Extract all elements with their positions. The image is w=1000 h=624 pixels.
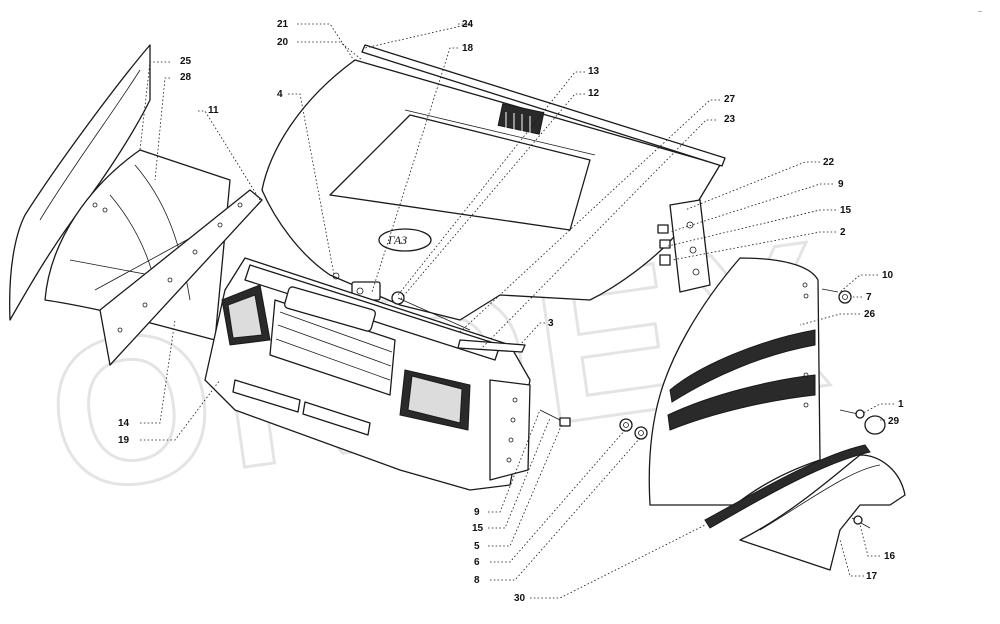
callout-20: 20 [277, 37, 289, 48]
part-25-side-panel [9, 44, 151, 321]
callout-7: 7 [866, 292, 872, 303]
callout-27: 27 [724, 94, 736, 105]
callout-9-top: 9 [838, 179, 844, 190]
callout-8: 8 [474, 575, 480, 586]
callout-3: 3 [548, 318, 554, 329]
callout-5: 5 [474, 541, 480, 552]
callout-12: 12 [588, 88, 600, 99]
callout-14: 14 [118, 418, 130, 429]
callout-labels: 21 24 20 18 25 28 4 13 12 27 11 23 22 9 … [118, 19, 904, 604]
callout-15-top: 15 [840, 205, 852, 216]
part-30-arch-seal [704, 444, 871, 529]
callout-17: 17 [866, 571, 878, 582]
part-22-hood-bracket [657, 199, 711, 293]
callout-15-bottom: 15 [472, 523, 484, 534]
part-29-cap [864, 415, 886, 435]
callout-4: 4 [277, 89, 283, 100]
part-21-hood-seal [361, 44, 726, 167]
hood-emblem: ГАЗ [378, 228, 432, 252]
part-20-hood: ГАЗ [261, 59, 721, 321]
callout-19: 19 [118, 435, 130, 446]
corner-mark: ~ [978, 9, 982, 16]
hood-vent-grille [497, 103, 545, 135]
callout-29: 29 [888, 416, 900, 427]
callout-10: 10 [882, 270, 894, 281]
part-16-bolt [851, 515, 871, 529]
part-3-fastener-strip [457, 339, 526, 353]
part-10-bolt [821, 288, 852, 304]
part-14-seal-panel [99, 189, 263, 366]
callout-24: 24 [462, 19, 474, 30]
callout-6: 6 [474, 557, 480, 568]
callout-1: 1 [898, 399, 904, 410]
callout-21: 21 [277, 19, 289, 30]
callout-26: 26 [864, 309, 876, 320]
svg-text:ГАЗ: ГАЗ [387, 233, 407, 247]
fastener-group-bottom [539, 409, 648, 440]
callout-2: 2 [840, 227, 846, 238]
callout-11: 11 [208, 105, 219, 116]
leader-lines [139, 23, 894, 599]
callout-16: 16 [884, 551, 896, 562]
callout-22: 22 [823, 157, 835, 168]
callout-30: 30 [514, 593, 526, 604]
callout-23: 23 [724, 114, 736, 125]
callout-13: 13 [588, 66, 600, 77]
part-17-mudguard [739, 454, 906, 571]
part-26-front-fender [648, 257, 821, 506]
callout-25: 25 [180, 56, 192, 67]
callout-9-bottom: 9 [474, 507, 480, 518]
part-19-front-panel [204, 257, 531, 491]
callout-18: 18 [462, 43, 474, 54]
callout-28: 28 [180, 72, 192, 83]
part-1-screw [839, 409, 865, 419]
